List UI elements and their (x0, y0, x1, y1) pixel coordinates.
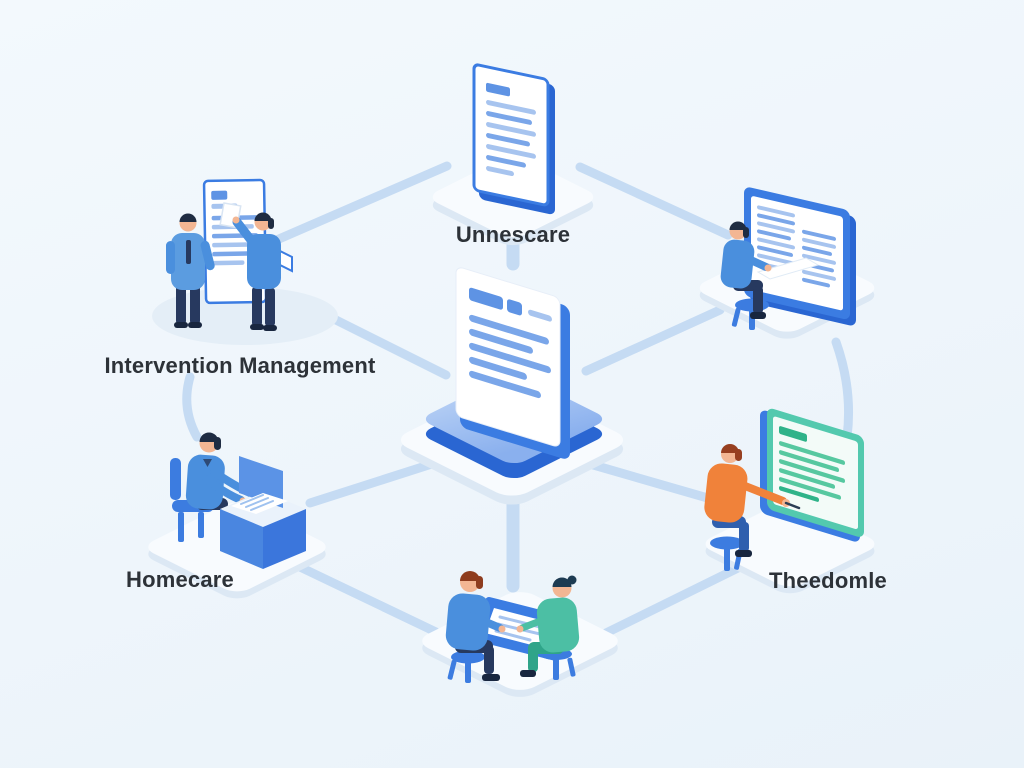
node-team-board (152, 178, 338, 345)
node-presentation-screen (704, 408, 875, 594)
label-presentation-screen: Theedomle (769, 568, 887, 593)
person-sitting-blue-icon (445, 571, 506, 683)
person-sitting-pointing-icon (704, 444, 801, 571)
tablet-shelf-icon (756, 257, 820, 280)
connector-document-reviewscreen (575, 162, 733, 240)
document-icon (472, 63, 555, 215)
connector-teamboard-document (267, 161, 452, 247)
connector-center-homecare (305, 457, 443, 508)
central-document-icon (455, 267, 570, 459)
connector-teamboard-homecare-arc (182, 372, 202, 442)
person-sitting-writing-icon (720, 221, 772, 330)
connector-center-presentation (585, 459, 723, 506)
connector-reviewscreen-center (581, 305, 725, 376)
node-review-screen (699, 187, 875, 339)
label-shared-document: Unnescare (455, 222, 571, 247)
node-central-document (400, 267, 624, 505)
person-standing-left-icon (166, 213, 215, 328)
label-team-board: Intervention Management (104, 353, 376, 378)
green-screen-icon (760, 408, 864, 542)
label-laptop-workstation: Homecare (126, 567, 234, 592)
desk-icon (220, 491, 306, 569)
node-consultation (422, 571, 618, 697)
connector-reviewscreen-presentation-arc (831, 337, 854, 442)
person-sitting-teal-icon (516, 575, 580, 680)
connector-presentation-consultation (601, 562, 745, 638)
node-shared-document (432, 63, 594, 246)
connector-homecare-consultation (295, 562, 441, 637)
laptop-icon (231, 456, 288, 514)
node-laptop-workstation (148, 432, 326, 599)
person-standing-right-icon (219, 202, 281, 331)
